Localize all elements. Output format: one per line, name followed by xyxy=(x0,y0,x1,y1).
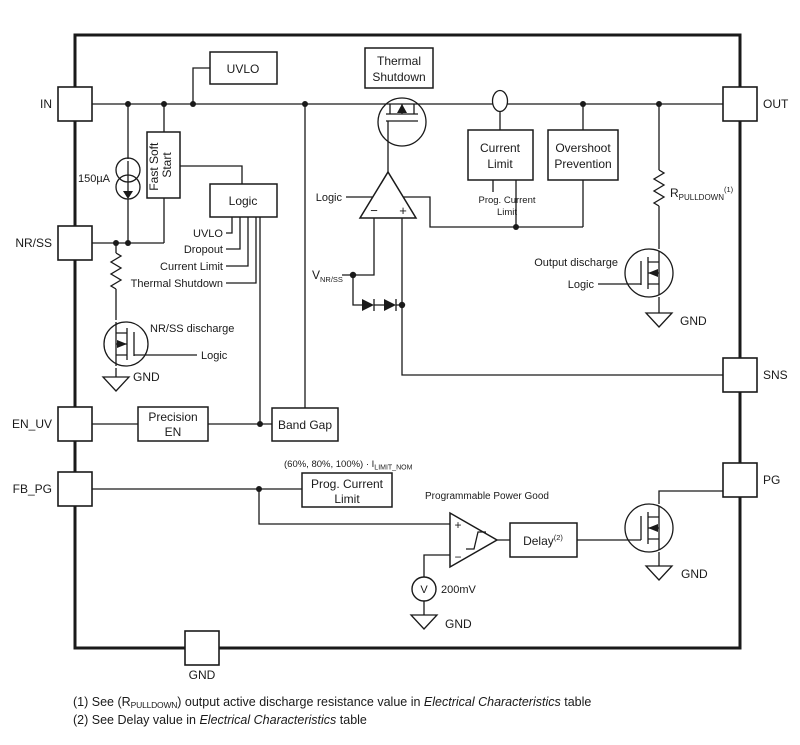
gate-drive-bus-wire xyxy=(403,196,583,228)
delay-block xyxy=(509,522,578,558)
current-limit-label-1: Current xyxy=(480,141,521,155)
pass-fet-icon xyxy=(377,97,427,147)
footnote-2: (2) See Delay value in Electrical Charac… xyxy=(73,712,367,727)
current-limit-label-2: Limit xyxy=(487,157,513,171)
pin-out xyxy=(722,86,758,122)
output-discharge-gnd-label: GND xyxy=(680,314,707,328)
programmable-power-good-label: Programmable Power Good xyxy=(425,491,549,502)
comparator-minus: − xyxy=(454,550,461,564)
output-discharge-label: Output discharge xyxy=(534,257,618,269)
footnote-1: (1) See (RPULLDOWN) output active discha… xyxy=(73,695,592,710)
rpulldown-label: RPULLDOWN(1) xyxy=(670,185,734,202)
rpulldown-resistor-icon xyxy=(652,169,666,207)
hysteresis-icon xyxy=(466,531,486,550)
uvlo-wire xyxy=(192,67,210,104)
pin-out-label: OUT xyxy=(763,97,789,111)
nrss-fet-logic-label: Logic xyxy=(201,350,228,362)
pin-gnd xyxy=(184,630,220,666)
block-diagram: − + + − V UVLO xyxy=(12,33,789,682)
overshoot-prevention-block xyxy=(547,129,619,181)
pin-en-uv xyxy=(57,406,93,442)
overshoot-label-2: Prevention xyxy=(554,157,611,171)
voltage-reference-icon: V xyxy=(411,576,437,602)
precision-en-label-2: EN xyxy=(165,425,182,439)
precision-en-block xyxy=(137,406,209,442)
diode-icons xyxy=(362,299,397,311)
pg-wire xyxy=(658,490,723,504)
thermal-shutdown-label-2: Shutdown xyxy=(372,70,425,84)
output-discharge-logic-label: Logic xyxy=(568,279,595,291)
current-source-icon xyxy=(115,157,141,200)
output-discharge-gnd-icon xyxy=(644,312,674,328)
thermal-shutdown-block xyxy=(364,47,434,89)
logic-input-dropout-label: Dropout xyxy=(184,244,223,256)
prog-current-limit-label-1: Prog. Current xyxy=(311,477,384,491)
logic-input-uvlo-label: UVLO xyxy=(193,228,223,240)
pins: IN NR/SS EN_UV FB_PG OUT SNS PG GND xyxy=(12,86,789,682)
voltage-source-value-label: 200mV xyxy=(441,584,477,596)
pin-pg xyxy=(722,462,758,498)
function-blocks: UVLO Thermal Shutdown Fast Soft Start Lo… xyxy=(137,47,619,558)
prog-current-limit-label-2: Limit xyxy=(334,492,360,506)
precision-en-label-1: Precision xyxy=(148,410,197,424)
pin-nrss xyxy=(57,225,93,261)
pin-sns-label: SNS xyxy=(763,368,788,382)
pin-fb-pg xyxy=(57,471,93,507)
current-sense-icon xyxy=(491,89,509,113)
device-boundary xyxy=(73,33,742,650)
ilimit-label: (60%, 80%, 100%) · ILIMIT_NOM xyxy=(284,459,413,472)
error-amp-icon: − + xyxy=(358,170,418,219)
nrss-discharge-label: NR/SS discharge xyxy=(150,323,234,335)
current-limit-block xyxy=(467,129,534,181)
nrss-gnd-icon xyxy=(101,376,131,392)
pin-en-uv-label: EN_UV xyxy=(12,417,52,431)
pin-fb-pg-label: FB_PG xyxy=(13,482,52,496)
sns-feedback-wire xyxy=(401,218,723,376)
wires xyxy=(92,67,723,615)
thermal-shutdown-label-1: Thermal xyxy=(377,54,421,68)
nrss-discharge-fet-icon xyxy=(103,321,149,367)
comparator-plus: + xyxy=(454,518,461,532)
comparator-gnd-label: GND xyxy=(445,617,472,631)
footnotes: (1) See (RPULLDOWN) output active discha… xyxy=(73,694,800,730)
current-source-label: 150µA xyxy=(78,173,111,185)
prog-cl-signal-label-2: Limit xyxy=(497,207,517,218)
uvlo-block xyxy=(209,51,278,85)
pin-in xyxy=(57,86,93,122)
pg-gnd-icon xyxy=(644,565,674,581)
v-nrss-label: VNR/SS xyxy=(312,268,343,284)
uvlo-block-label: UVLO xyxy=(227,62,260,76)
error-amp-minus: − xyxy=(370,203,378,218)
logic-block xyxy=(209,183,278,218)
pg-fet-icon xyxy=(624,503,674,553)
fss-logic-wire xyxy=(180,165,243,184)
prog-cl-signal-label-1: Prog. Current xyxy=(478,195,535,206)
output-discharge-fet-icon xyxy=(624,248,674,298)
voltage-source-symbol: V xyxy=(420,584,428,596)
pin-sns xyxy=(722,357,758,393)
nrss-gnd-label: GND xyxy=(133,370,160,384)
pin-nrss-label: NR/SS xyxy=(15,236,52,250)
pin-in-label: IN xyxy=(40,97,52,111)
pg-gnd-label: GND xyxy=(681,567,708,581)
pg-comparator-icon: + − xyxy=(449,511,499,569)
band-gap-label: Band Gap xyxy=(278,418,332,432)
fast-soft-start-block xyxy=(146,131,181,199)
nrss-resistor-icon xyxy=(109,252,123,290)
fast-soft-start-label: Fast Soft Start xyxy=(147,139,174,190)
pin-pg-label: PG xyxy=(763,473,780,487)
pin-gnd-label: GND xyxy=(189,668,216,682)
amp-logic-label: Logic xyxy=(316,192,343,204)
error-amp-plus: + xyxy=(399,203,407,218)
annotations: 150µA UVLO Dropout Current Limit Thermal… xyxy=(78,173,734,631)
junction-dots xyxy=(113,101,662,492)
overshoot-label-1: Overshoot xyxy=(555,141,611,155)
logic-input-current-limit-label: Current Limit xyxy=(160,261,223,273)
logic-block-label: Logic xyxy=(229,194,258,208)
logic-input-thermal-shutdown-label: Thermal Shutdown xyxy=(131,278,223,290)
prog-current-limit-block xyxy=(301,472,393,508)
comparator-gnd-icon xyxy=(409,614,439,630)
band-gap-block xyxy=(271,407,339,442)
delay-label: Delay(2) xyxy=(523,533,563,548)
